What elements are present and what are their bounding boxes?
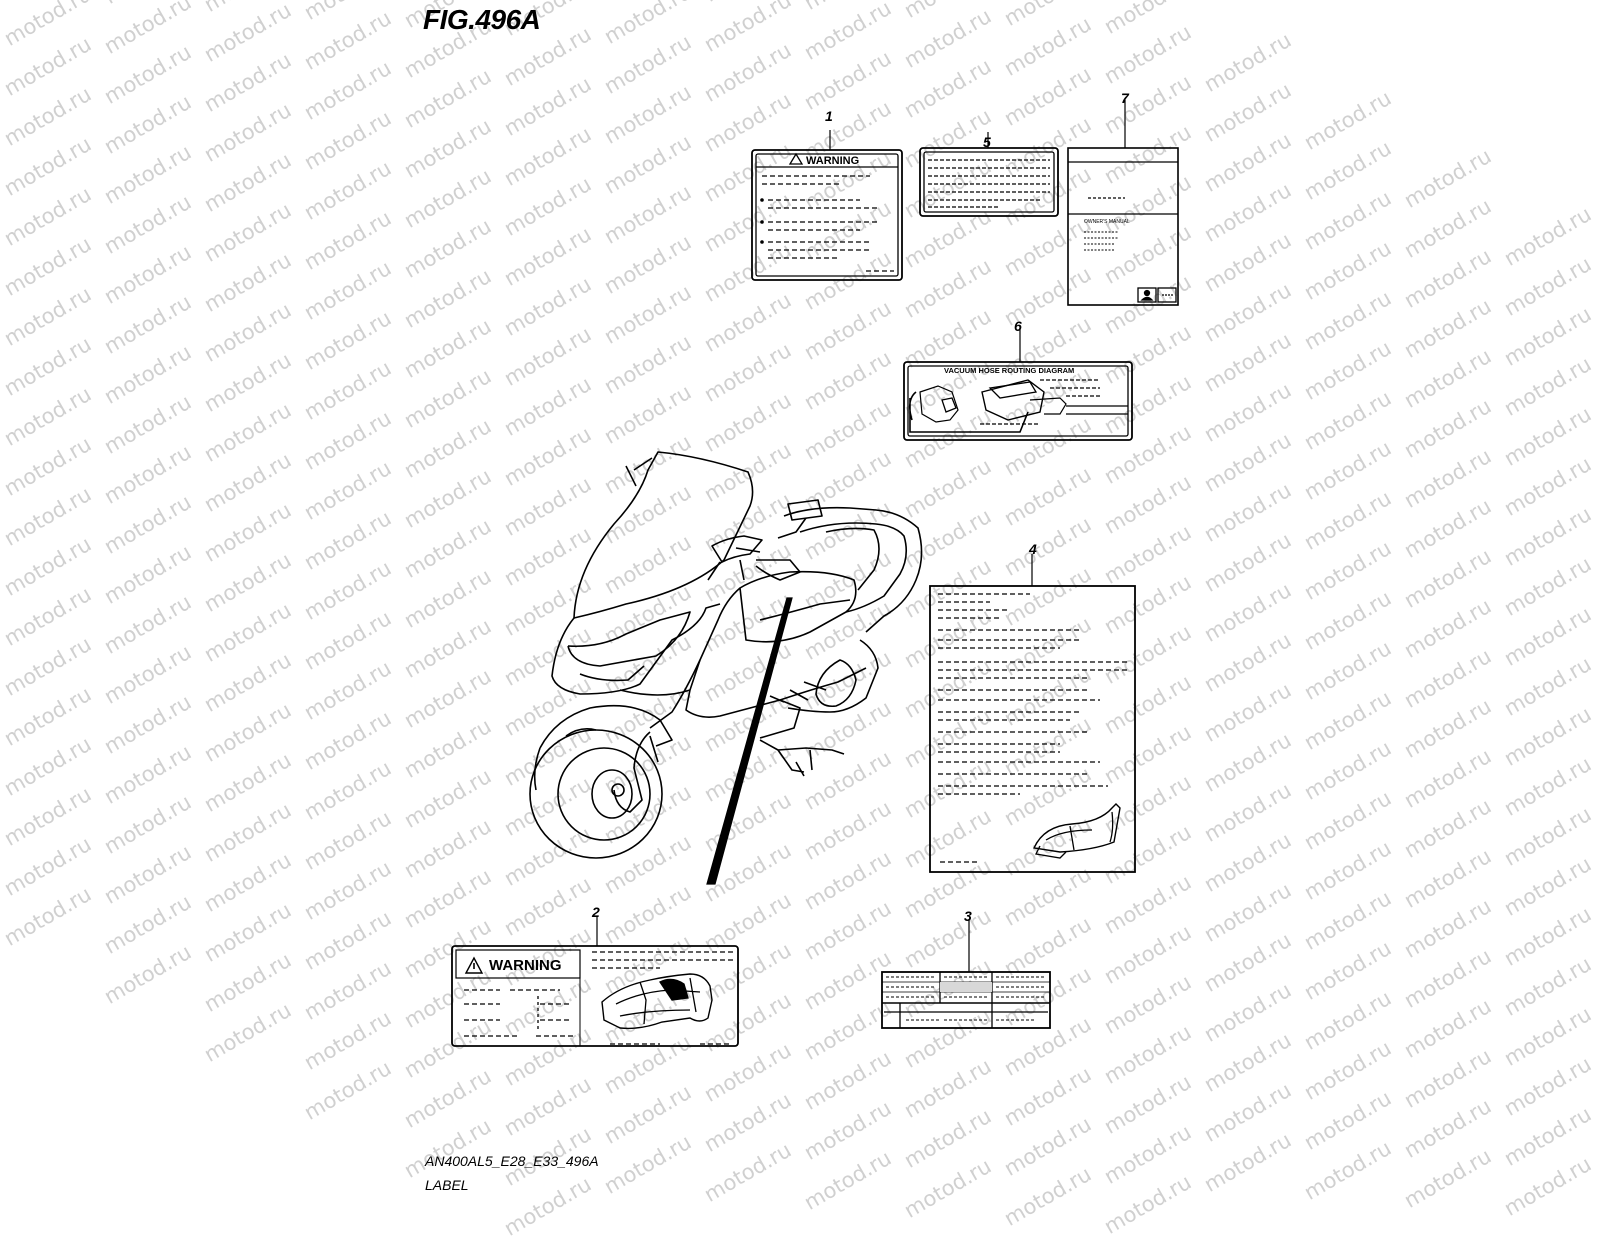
body-panel-illustration <box>601 973 713 1030</box>
callout-2[interactable]: 2 <box>591 904 600 920</box>
callout-7[interactable]: 7 <box>1121 90 1130 106</box>
leader-lines <box>596 100 1126 972</box>
label-1-heading: WARNING <box>806 155 859 167</box>
label-4-text-lines <box>938 593 1130 863</box>
label-6-vacuum-hose-diagram[interactable]: VACUUM HOSE ROUTING DIAGRAM <box>903 361 1133 441</box>
label-4[interactable] <box>929 585 1136 873</box>
model-code: AN400AL5_E28_E33_496A <box>425 1153 599 1169</box>
callout-numbers: 1 2 3 4 5 6 7 <box>591 90 1130 924</box>
label-3-table[interactable] <box>881 971 1051 1029</box>
callout-1[interactable]: 1 <box>825 108 833 124</box>
label-2-heading: WARNING <box>489 957 562 974</box>
callout-3[interactable]: 3 <box>964 908 972 924</box>
callout-4[interactable]: 4 <box>1028 541 1037 557</box>
warning-triangle-icon <box>788 152 804 165</box>
vacuum-heading: VACUUM HOSE ROUTING DIAGRAM <box>944 366 1074 375</box>
label-1-warning[interactable]: WARNING <box>751 149 903 281</box>
seat-illustration <box>1032 803 1121 853</box>
label-7-manual[interactable]: OWNER'S MANUAL <box>1067 147 1179 306</box>
label-5[interactable] <box>919 147 1059 217</box>
callout-5[interactable]: 5 <box>983 134 991 150</box>
label-2-pointer <box>706 597 793 885</box>
reader-icon <box>1143 289 1151 297</box>
part-name: LABEL <box>425 1177 469 1193</box>
warning-triangle-icon <box>464 956 484 974</box>
label-2-warning[interactable]: WARNING <box>451 945 739 1047</box>
manual-heading: OWNER'S MANUAL <box>1084 219 1130 225</box>
callout-6[interactable]: 6 <box>1014 318 1022 334</box>
figure-title: FIG.496A <box>423 4 541 35</box>
scooter-illustration <box>529 451 923 859</box>
parts-diagram: WARNING <box>451 90 1179 1047</box>
